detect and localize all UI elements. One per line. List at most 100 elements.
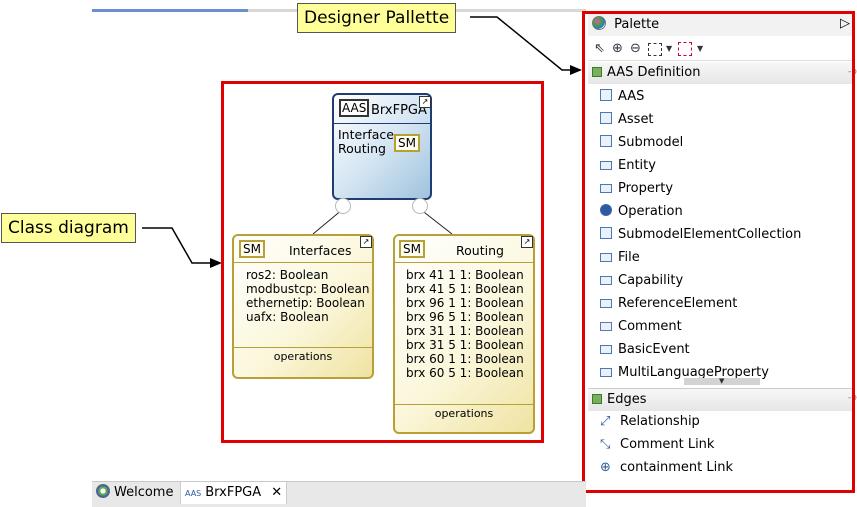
palette-item-basic-event[interactable]: BasicEvent (600, 339, 690, 361)
interfaces-node-divider (234, 347, 372, 348)
comment-icon (600, 322, 612, 331)
palette-item-file[interactable]: File (600, 247, 640, 269)
palette-item-containment-link[interactable]: ⊕containment Link (600, 457, 733, 479)
routing-attr-list: brx 41 1 1: Boolean brx 41 5 1: Boolean … (406, 268, 533, 380)
routing-operations: operations (434, 407, 494, 420)
entity-icon (600, 184, 612, 193)
entity-icon (600, 161, 612, 170)
palette-item-label: Entity (618, 158, 656, 173)
palette-item-label: SubmodelElementCollection (618, 227, 802, 242)
routing-attr: brx 96 5 1: Boolean (406, 310, 524, 324)
select-tool-icon[interactable]: ⇖ (594, 41, 605, 56)
zoom-out-icon[interactable]: ⊖ (630, 41, 641, 56)
shortcut-icon: ↗ (521, 236, 533, 248)
palette-item-relationship[interactable]: ⤢ Relationship (600, 411, 700, 433)
aas-node-sm-badge: SM (394, 134, 420, 152)
routing-attr: brx 60 1 1: Boolean (406, 352, 524, 366)
palette-item-entity[interactable]: Entity (600, 155, 656, 177)
palette-expand-icon[interactable]: ▷ (840, 16, 850, 31)
eclipse-icon (96, 484, 110, 498)
aas-node-divider (333, 123, 431, 124)
aas-node-badge: AAS (339, 99, 370, 117)
drawer-aas-definition[interactable]: AAS Definition (588, 62, 854, 84)
routing-node-badge: SM (399, 240, 425, 258)
pallette-arrow-head (570, 65, 582, 75)
scroll-down-icon[interactable]: ▼ (719, 377, 725, 385)
aas-node-row-routing: Routing (338, 141, 386, 156)
palette-item-label: containment Link (620, 460, 734, 475)
routing-attr: brx 41 1 1: Boolean (406, 268, 524, 282)
comment-link-icon: ⤡ (600, 437, 611, 452)
palette-item-multi-language-property[interactable]: MultiLanguageProperty (600, 362, 769, 380)
palette-item-capability[interactable]: Capability (600, 270, 683, 292)
expand-handle[interactable] (335, 198, 351, 214)
palette-item-asset[interactable]: Asset (600, 109, 654, 131)
routing-attr: brx 31 5 1: Boolean (406, 338, 524, 352)
palette-toolbar: ⇖ ⊕ ⊖ ▼ ▼ (588, 38, 854, 61)
doc-icon (600, 135, 612, 147)
interfaces-attr: ethernetip: Boolean (246, 296, 365, 310)
marquee-icon[interactable] (648, 43, 662, 56)
interfaces-node[interactable] (232, 234, 374, 379)
dashed-arrow-icon: ⤢ (600, 414, 611, 429)
palette-item-submodel[interactable]: Submodel (600, 132, 683, 154)
interfaces-attr: ros2: Boolean (246, 268, 329, 282)
routing-node-divider (395, 404, 533, 405)
palette-frame (582, 11, 855, 493)
entity-icon (600, 368, 612, 377)
palette-item-comment-link[interactable]: ⤡ Comment Link (600, 434, 714, 456)
palette-item-label: Operation (618, 204, 683, 219)
palette-item-submodel-element-collection[interactable]: SubmodelElementCollection (600, 224, 801, 246)
shortcut-icon: ↗ (419, 96, 431, 108)
palette-item-label: MultiLanguageProperty (618, 365, 769, 380)
interfaces-node-divider (234, 262, 372, 263)
palette-item-comment[interactable]: Comment (600, 316, 682, 338)
tab-label: Welcome (114, 485, 174, 500)
progress-fill (92, 9, 248, 12)
zoom-in-icon[interactable]: ⊕ (612, 41, 623, 56)
interfaces-attr: modbustcp: Boolean (246, 282, 370, 296)
routing-attr: brx 60 5 1: Boolean (406, 366, 524, 380)
drawer-scrollbar[interactable] (684, 378, 760, 385)
class-diagram-frame (221, 81, 544, 443)
pallette-arrow-line (470, 16, 580, 71)
drawer-edges[interactable]: Edges (588, 388, 854, 411)
connection-tool-icon[interactable] (678, 42, 692, 56)
palette-item-label: File (618, 250, 640, 265)
palette-item-label: Submodel (618, 135, 684, 150)
routing-attr: brx 41 5 1: Boolean (406, 282, 524, 296)
tab-welcome[interactable]: Welcome (96, 482, 173, 504)
doc-icon (600, 227, 612, 239)
palette-item-label: ReferenceElement (618, 296, 738, 311)
dropdown-arrow-icon[interactable]: ▼ (697, 44, 704, 53)
palette-item-aas[interactable]: AAS (600, 86, 644, 108)
routing-attr: brx 96 1 1: Boolean (406, 296, 524, 310)
expand-handle[interactable] (412, 198, 428, 214)
palette-item-label: Comment Link (620, 437, 715, 452)
dropdown-arrow-icon[interactable]: ▼ (666, 44, 673, 53)
containment-line-routing (419, 208, 453, 235)
editor-tab-bar (92, 481, 586, 507)
interfaces-node-title: Interfaces (289, 243, 352, 258)
routing-node-title: Routing (456, 243, 504, 258)
routing-node[interactable] (393, 234, 535, 434)
palette-item-label: Relationship (620, 414, 700, 429)
entity-icon (600, 345, 612, 354)
containment-line-interfaces (312, 208, 344, 235)
doc-icon (600, 112, 612, 124)
class-diagram-arrow-head (210, 258, 222, 268)
palette-item-operation[interactable]: Operation (600, 201, 683, 223)
drawer-icon (592, 394, 602, 404)
class-diagram-arrow-line (142, 227, 218, 264)
palette-item-label: AAS (618, 89, 645, 104)
interfaces-attr: uafx: Boolean (246, 310, 329, 324)
designer-pallette-callout: Designer Pallette (297, 3, 457, 33)
palette-item-label: BasicEvent (618, 342, 690, 357)
palette-item-reference-element[interactable]: ReferenceElement (600, 293, 737, 315)
tab-label: BrxFPGA (205, 485, 262, 500)
palette-item-property[interactable]: Property (600, 178, 673, 200)
interfaces-node-badge: SM (239, 240, 265, 258)
close-icon[interactable]: ✕ (271, 485, 283, 500)
